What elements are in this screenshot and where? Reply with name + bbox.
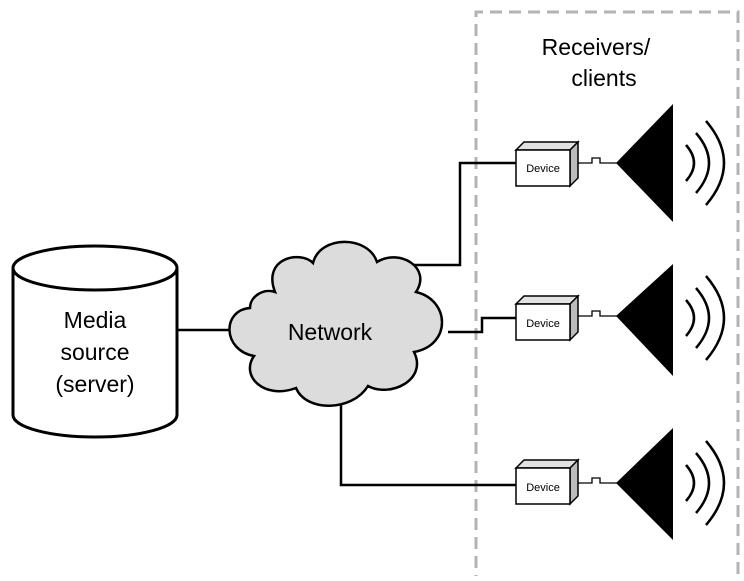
receiver-1: Device: [514, 104, 726, 222]
receivers-group-label-line1: Receivers/: [542, 34, 651, 60]
device-icon: [514, 294, 580, 342]
device-icon: [514, 458, 580, 506]
speaker-icon: [616, 104, 673, 222]
device-label: Device: [526, 482, 560, 494]
link-network-device-1: [405, 161, 516, 267]
receiver-2: Device: [514, 264, 726, 376]
cloud-icon: [228, 240, 444, 407]
receiver-3: Device: [514, 428, 726, 540]
sound-waves-icon: [685, 440, 726, 526]
connection-lines: [176, 161, 516, 487]
device-speaker-cable: [578, 310, 620, 317]
link-network-device-2: [448, 316, 516, 334]
device-label: Device: [526, 163, 560, 175]
sound-waves-icon: [685, 120, 726, 206]
device-icon: [514, 140, 580, 188]
sound-waves-icon: [685, 275, 726, 361]
device-speaker-cable: [578, 157, 620, 164]
speaker-icon: [616, 264, 673, 376]
server-label-line3: (server): [55, 371, 134, 397]
network-label: Network: [288, 319, 373, 345]
device-speaker-cable: [578, 477, 620, 484]
database-icon: [11, 244, 179, 439]
receivers-group-border: [474, 10, 740, 581]
server-label-line2: source: [60, 339, 129, 365]
server-label-line1: Media: [64, 307, 127, 333]
link-network-device-3: [339, 405, 516, 487]
speaker-icon: [616, 428, 673, 540]
device-label: Device: [526, 318, 560, 330]
receivers-group-label-line2: clients: [571, 65, 636, 91]
